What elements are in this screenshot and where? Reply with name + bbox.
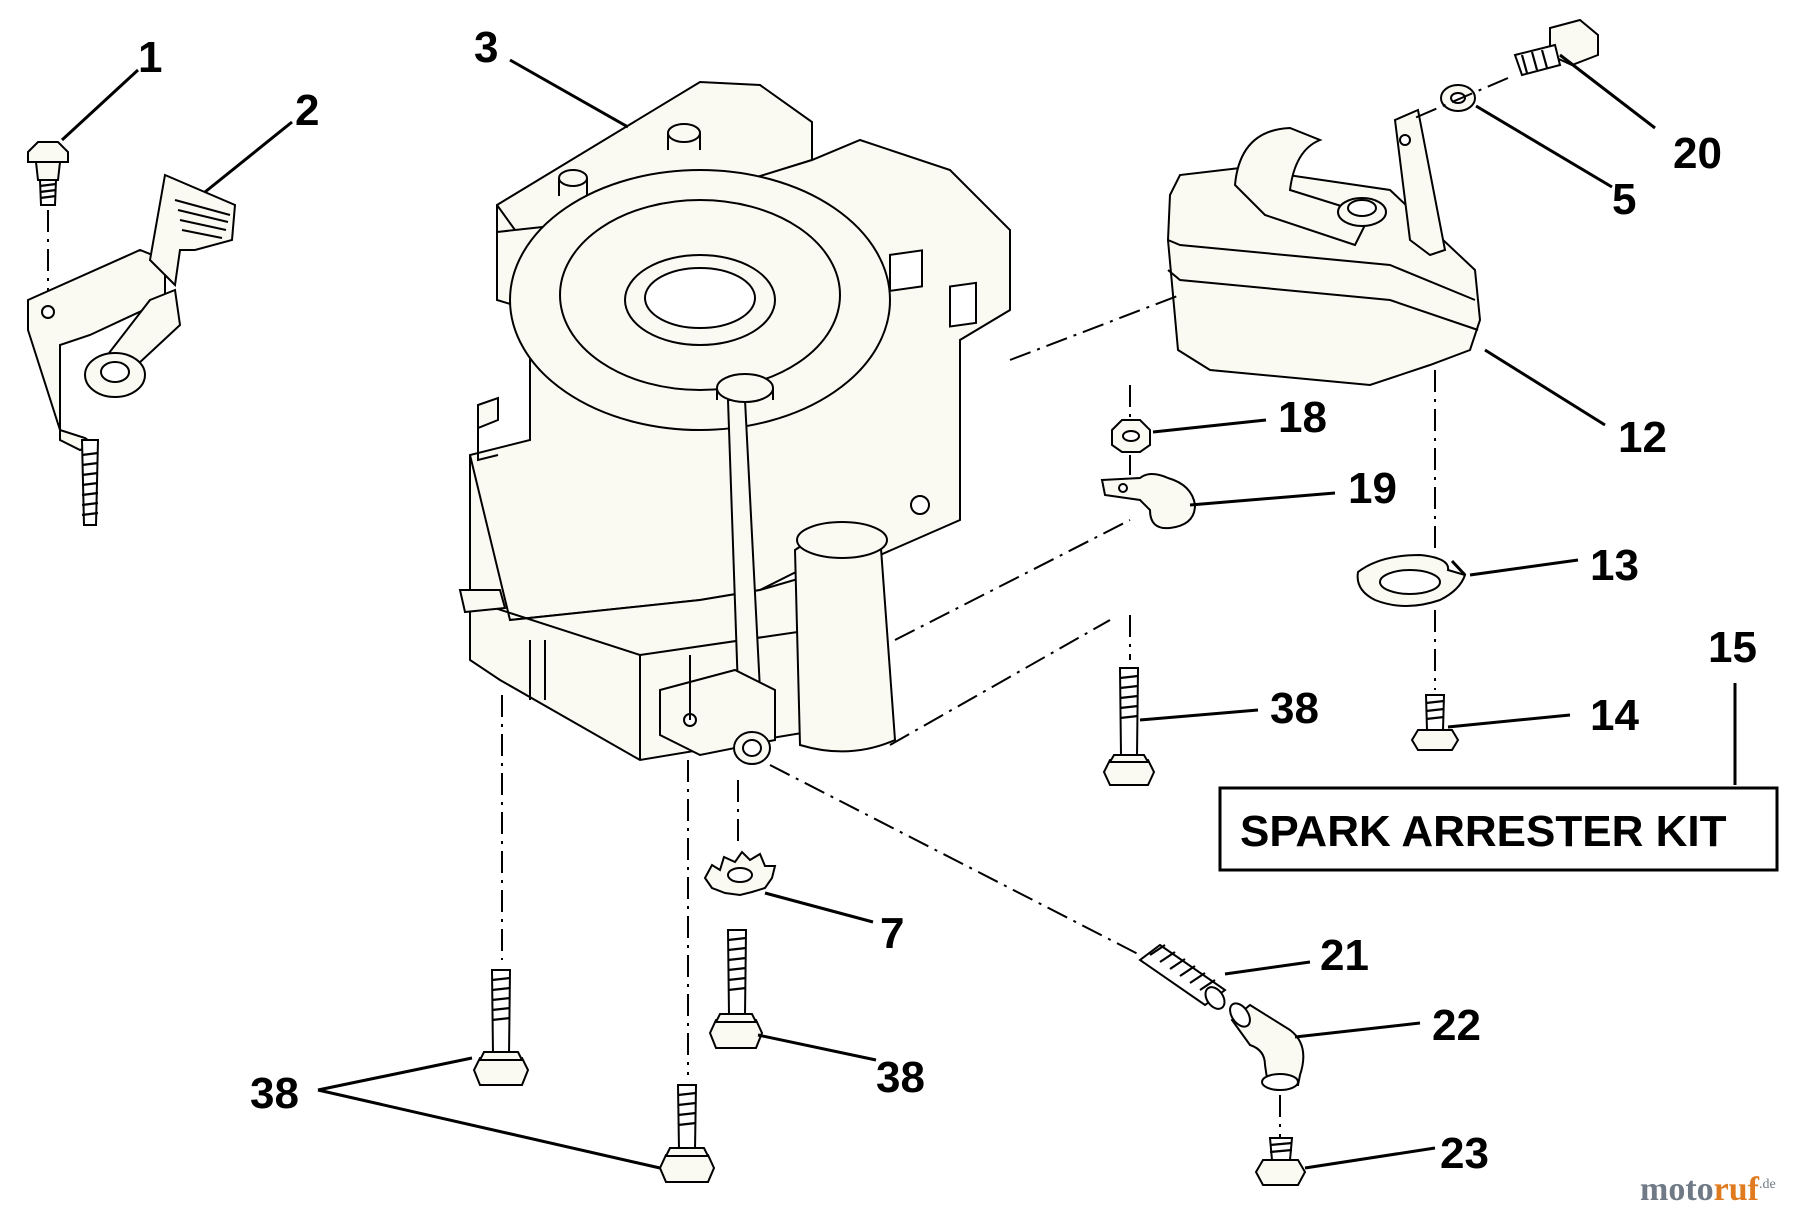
callout-38-right: 38 xyxy=(1270,684,1319,733)
muffler xyxy=(1166,18,1599,387)
engine xyxy=(458,80,1011,765)
callout-12: 12 xyxy=(1618,413,1667,462)
callout-3: 3 xyxy=(474,23,498,72)
throttle-control xyxy=(27,141,237,526)
guide-line xyxy=(894,519,1131,641)
callout-18: 18 xyxy=(1278,393,1327,442)
bolt-38-right xyxy=(1102,615,1156,786)
callout-numbers: 1 2 3 20 5 12 18 19 13 15 38 14 7 38 21 … xyxy=(138,23,1757,1178)
callout-21: 21 xyxy=(1320,931,1369,980)
watermark-logo: motoruf.de xyxy=(1640,1171,1776,1208)
callout-19: 19 xyxy=(1348,464,1397,513)
callout-13: 13 xyxy=(1590,541,1639,590)
spark-arrester-kit-box: SPARK ARRESTER KIT xyxy=(1218,786,1779,872)
guide-line xyxy=(889,619,1111,746)
spark-arrester-kit-label: SPARK ARRESTER KIT xyxy=(1240,807,1727,856)
guide-line xyxy=(1009,294,1181,361)
nut-and-clamp xyxy=(1100,385,1197,530)
callout-5: 5 xyxy=(1612,175,1636,224)
callout-14: 14 xyxy=(1590,691,1639,740)
callout-38-middle: 38 xyxy=(876,1053,925,1102)
callout-7: 7 xyxy=(880,909,904,958)
gasket-and-bolt xyxy=(1356,370,1467,751)
drain-fittings xyxy=(769,764,1307,1186)
callout-1: 1 xyxy=(138,33,162,82)
leader-lines xyxy=(60,53,1737,1170)
svg-text:motoruf.de: motoruf.de xyxy=(1640,1171,1776,1208)
callout-2: 2 xyxy=(295,86,319,135)
lower-fasteners xyxy=(472,695,777,1183)
callout-15: 15 xyxy=(1708,623,1757,672)
callout-38-left: 38 xyxy=(250,1069,299,1118)
callout-22: 22 xyxy=(1432,1001,1481,1050)
callout-20: 20 xyxy=(1673,129,1722,178)
callout-23: 23 xyxy=(1440,1129,1489,1178)
